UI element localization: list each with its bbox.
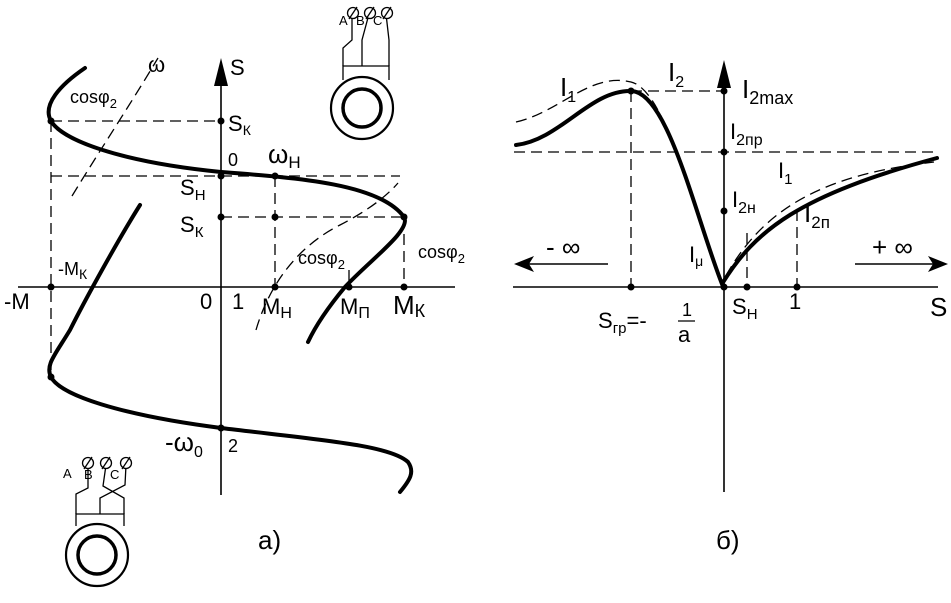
label-one: 1 <box>789 289 801 314</box>
label-i2n: I2н <box>732 187 756 217</box>
label-neg-omega0: -ω0 <box>165 427 203 461</box>
terminal-a-label: A <box>63 466 72 481</box>
panel-b-i1-curve <box>514 88 939 289</box>
terminal-c-label: C <box>373 13 382 28</box>
label-s-gr: Sгр=- <box>598 308 647 337</box>
terminal-c-label: C <box>110 467 119 482</box>
label-m-k: MК <box>393 290 426 321</box>
label-omega-n: ωН <box>268 139 301 172</box>
label-i2-prime-top: I2 <box>668 57 684 91</box>
panel-a: ω S cosφ2 SК 0 ωН SН SК cosφ2 cosφ2 -MК … <box>4 6 465 588</box>
label-zero-top: 0 <box>228 150 238 170</box>
label-i2pr: I2пр <box>730 119 763 149</box>
panel-b-current-axis-arrow <box>717 60 731 88</box>
motor-schematic-bottom: A B C <box>63 456 133 588</box>
label-m-p: MП <box>340 294 370 322</box>
label-s-n: SН <box>732 294 758 323</box>
label-one: 1 <box>232 289 244 314</box>
terminal-icon <box>346 6 394 20</box>
panel-b-i2-prime-curve <box>515 79 935 285</box>
label-cos-phi-top: cosφ2 <box>70 87 117 111</box>
label-cos-phi-right: cosφ2 <box>418 242 465 266</box>
label-i1-left: I1 <box>560 72 576 106</box>
label-two: 2 <box>228 436 238 456</box>
panel-a-generator-curve <box>47 203 414 494</box>
label-i2max: I2max <box>742 74 793 108</box>
caption-b: б) <box>716 525 740 555</box>
panel-a-guides <box>50 120 405 377</box>
motor-schematic-top: A B C <box>329 6 395 141</box>
panel-a-points <box>47 117 408 432</box>
label-frac-num: 1 <box>682 300 692 320</box>
label-s-axis: S <box>230 55 245 80</box>
label-neg-m: -M <box>4 289 30 314</box>
label-i2p: I2п <box>804 198 830 232</box>
terminal-icon <box>81 456 133 470</box>
label-omega: ω <box>148 52 165 77</box>
panel-a-cos-phi-upper-curve <box>71 57 159 197</box>
label-neg-m-k: -MК <box>58 259 88 282</box>
label-pos-infinity: + ∞ <box>872 232 913 262</box>
label-neg-infinity: - ∞ <box>546 232 580 262</box>
caption-a: а) <box>258 525 281 555</box>
panel-b: I1 I2 I2max I2пр I1 I2н I2п Iμ - ∞ + ∞ S… <box>513 57 948 555</box>
terminal-b-label: B <box>84 467 93 482</box>
label-frac-den: a <box>678 322 691 347</box>
label-cos-phi-mid: cosφ2 <box>298 248 345 272</box>
label-s-k: SК <box>180 212 204 241</box>
label-s-axis: S <box>930 292 947 322</box>
label-s-n: SН <box>180 175 206 204</box>
label-s-k-top: SК <box>228 111 252 138</box>
label-i-mu: Iμ <box>689 242 703 269</box>
panel-b-points <box>627 87 801 291</box>
label-origin: 0 <box>200 289 212 314</box>
panel-a-s-axis-arrow <box>214 58 228 86</box>
label-i1-right: I1 <box>778 158 792 188</box>
label-m-n: MН <box>262 294 292 322</box>
arrow-pos-inf-head <box>928 256 948 272</box>
terminal-a-label: A <box>339 13 348 28</box>
terminal-b-label: B <box>356 13 365 28</box>
arrow-neg-inf-head <box>514 256 534 272</box>
